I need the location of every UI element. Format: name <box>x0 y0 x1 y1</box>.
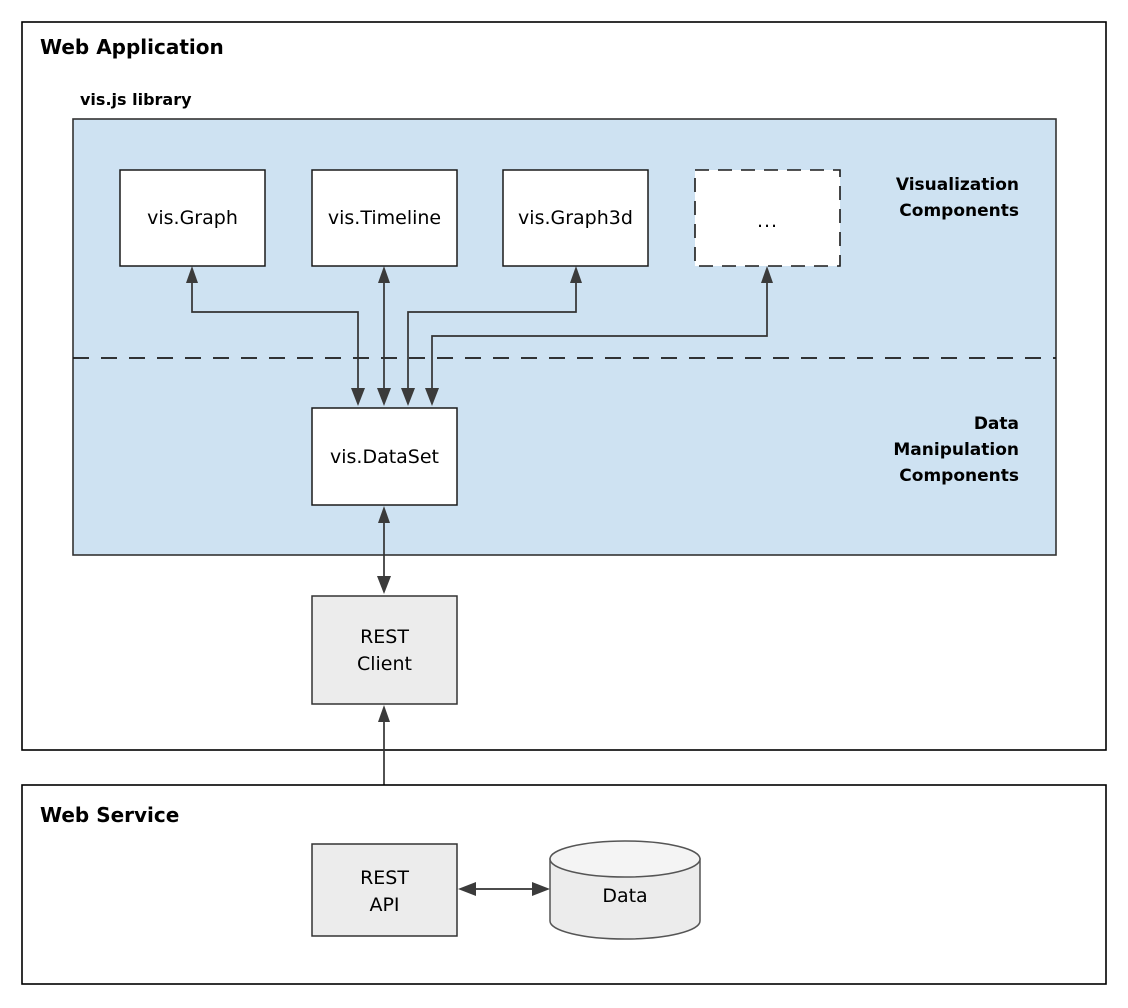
arrow-head-down-dataset-client <box>377 576 391 594</box>
rest-api-box[interactable] <box>311 843 458 937</box>
connector-dataset-rest-client <box>377 506 391 594</box>
connector-rest-api-data-store <box>458 882 550 896</box>
zone-data-line2: Manipulation <box>893 440 1019 460</box>
arrow-head-up-vis-graph <box>186 266 198 283</box>
node-more-components[interactable]: ... <box>694 169 841 267</box>
data-store-label: Data <box>602 885 647 907</box>
arrow-head-down-more-components <box>425 388 439 406</box>
zone-data-line3: Components <box>899 466 1019 486</box>
arrow-head-up-more-components <box>761 266 773 283</box>
zone-label-data-manipulation: Data Manipulation Components <box>893 414 1019 486</box>
node-vis-timeline[interactable]: vis.Timeline <box>311 169 458 267</box>
group-web-application: Web Application vis.js library Visualiza… <box>21 21 1107 844</box>
web-service-title: Web Service <box>40 803 179 827</box>
rest-api-label-line2: API <box>369 894 399 916</box>
arrow-head-up-client-api <box>378 705 390 722</box>
connector-vis-timeline-dataset <box>377 266 391 406</box>
connector-vis-graph3d-dataset <box>401 266 582 406</box>
vis-graph3d-box[interactable] <box>502 169 649 267</box>
node-vis-graph3d[interactable]: vis.Graph3d <box>502 169 649 267</box>
rest-api-label-line1: REST <box>360 867 409 889</box>
vis-timeline-box[interactable] <box>311 169 458 267</box>
connector-more-components-dataset <box>425 266 773 406</box>
node-rest-client[interactable]: REST Client <box>311 595 458 705</box>
vis-dataset-box[interactable] <box>311 407 458 506</box>
more-components-label: ... <box>757 210 778 232</box>
data-store-cylinder-top <box>549 840 701 878</box>
rest-client-box[interactable] <box>311 595 458 705</box>
node-vis-graph[interactable]: vis.Graph <box>119 169 266 267</box>
data-store-cylinder-body[interactable] <box>549 858 701 940</box>
arrow-head-down-vis-graph <box>351 388 365 406</box>
node-data-store[interactable]: Data <box>549 840 701 940</box>
node-rest-api[interactable]: REST API <box>311 843 458 937</box>
more-components-box[interactable] <box>694 169 841 267</box>
arrow-head-up-vis-timeline <box>378 266 390 283</box>
node-vis-dataset[interactable]: vis.DataSet <box>311 407 458 506</box>
zone-visualization-line1: Visualization <box>896 175 1019 195</box>
web-application-title: Web Application <box>40 35 224 59</box>
zone-visualization-line2: Components <box>899 201 1019 221</box>
rest-client-label-line1: REST <box>360 626 409 648</box>
zone-label-visualization: Visualization Components <box>896 175 1019 221</box>
arrow-head-down-vis-graph3d <box>401 388 415 406</box>
connector-vis-graph-dataset <box>186 266 365 406</box>
vis-timeline-label: vis.Timeline <box>328 207 441 229</box>
arrow-head-up-dataset-client <box>378 506 390 523</box>
rest-client-label-line2: Client <box>357 653 412 675</box>
arrow-head-left-api-data <box>458 882 476 896</box>
arrow-head-down-vis-timeline <box>377 388 391 406</box>
vis-dataset-label: vis.DataSet <box>330 446 439 468</box>
group-web-service: Web Service REST API Data <box>21 784 1107 985</box>
vis-js-library-title: vis.js library <box>80 90 192 109</box>
zone-data-line1: Data <box>974 414 1019 434</box>
vis-graph-label: vis.Graph <box>147 207 238 229</box>
vis-graph3d-label: vis.Graph3d <box>518 207 633 229</box>
vis-graph-box[interactable] <box>119 169 266 267</box>
arrow-head-right-api-data <box>532 882 550 896</box>
arrow-head-up-vis-graph3d <box>570 266 582 283</box>
